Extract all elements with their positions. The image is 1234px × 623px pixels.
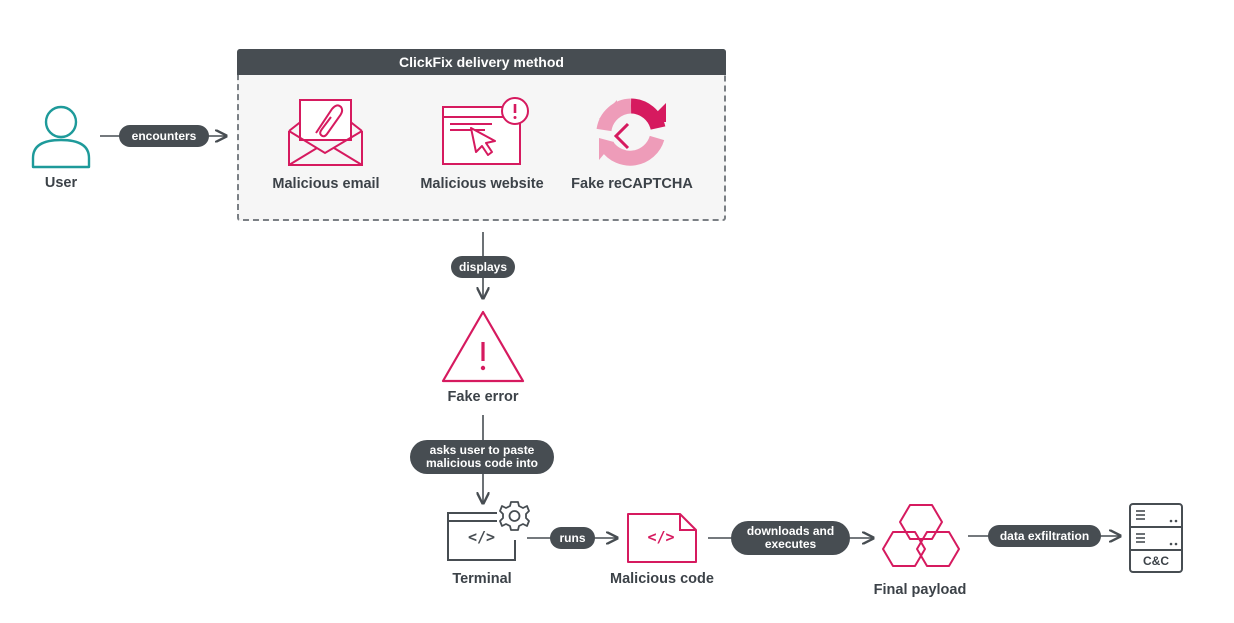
displays-pill: displays [451, 256, 515, 278]
terminal-label: Terminal [452, 571, 512, 587]
frame-title: ClickFix delivery method [237, 49, 726, 75]
recaptcha-icon [596, 98, 666, 166]
final-payload-label: Final payload [873, 582, 967, 598]
malicious-code-glyph: </> [647, 528, 675, 546]
downloads-executes-pill: downloads and executes [731, 521, 850, 555]
malicious-code-label: Malicious code [610, 571, 714, 587]
malicious-email-label: Malicious email [272, 176, 380, 192]
server-icon [1129, 503, 1183, 573]
malicious-website-label: Malicious website [420, 176, 544, 192]
data-exfiltration-pill: data exfiltration [988, 525, 1101, 547]
fake-recaptcha-label: Fake reCAPTCHA [571, 176, 693, 192]
code-file-icon [627, 513, 697, 563]
terminal-code-glyph: </> [467, 528, 496, 546]
payload-icon [882, 504, 960, 567]
user-label: User [44, 175, 78, 191]
encounters-pill: encounters [119, 125, 209, 147]
cnc-label: C&C [1143, 554, 1169, 568]
website-icon [442, 97, 529, 165]
email-icon [288, 99, 363, 166]
fake-error-label: Fake error [447, 389, 519, 405]
user-icon [31, 105, 91, 169]
asks-paste-pill: asks user to paste malicious code into [410, 440, 554, 474]
warning-icon [441, 310, 525, 383]
terminal-icon [447, 501, 530, 561]
runs-pill: runs [550, 527, 595, 549]
